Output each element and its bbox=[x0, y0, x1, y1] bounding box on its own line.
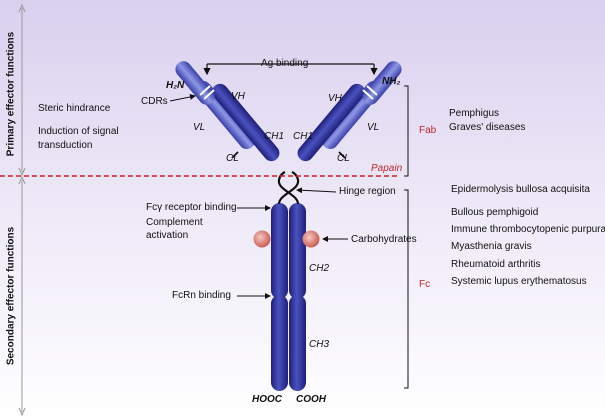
ch2-label: CH2 bbox=[309, 263, 330, 274]
carbohydrates-label: Carbohydrates bbox=[351, 234, 417, 245]
cdrs-arrow bbox=[169, 94, 196, 102]
hooc-label: HOOC bbox=[252, 394, 282, 405]
fc-disease-item: Systemic lupus erythematosus bbox=[451, 276, 587, 287]
fc-disease-item: Bullous pemphigoid bbox=[451, 207, 539, 218]
carbohydrate-right bbox=[302, 230, 320, 248]
ch1-left-label: CH1 bbox=[264, 131, 285, 142]
carbohydrate-left bbox=[253, 230, 271, 248]
fc-disease-item: Immune thrombocytopenic purpura bbox=[451, 224, 605, 235]
complement-label-1: Complement bbox=[146, 217, 203, 228]
papain-label: Papain bbox=[371, 163, 403, 174]
fab-left-arm bbox=[175, 61, 280, 162]
vl-right-label: VL bbox=[367, 122, 380, 133]
fcrn-binding-label: FcRn binding bbox=[172, 290, 231, 301]
hinge-crossing bbox=[277, 170, 300, 205]
primary-effector-label: Primary effector functions bbox=[5, 31, 17, 157]
fab-label: Fab bbox=[419, 125, 437, 136]
fc-heavy-chain-right bbox=[289, 203, 306, 391]
ag-binding-bracket bbox=[203, 63, 378, 76]
induction-label-2: transduction bbox=[38, 140, 93, 151]
cooh-label: COOH bbox=[296, 394, 326, 405]
fc-gamma-receptor-label: Fcγ receptor binding bbox=[146, 202, 237, 213]
h2n-label: H₂N bbox=[166, 80, 185, 91]
fc-bracket bbox=[404, 189, 409, 389]
secondary-effector-label: Secondary effector functions bbox=[5, 226, 17, 366]
fab-bracket bbox=[404, 85, 409, 177]
hinge-arrow bbox=[296, 187, 337, 194]
induction-label-1: Induction of signal bbox=[38, 126, 119, 137]
primary-range-arrow bbox=[18, 3, 26, 177]
cl-left-label: CL bbox=[226, 153, 239, 164]
vh-right-label: VH bbox=[328, 93, 342, 104]
ag-binding-label: Ag binding bbox=[261, 58, 309, 69]
vl-left-label: VL bbox=[193, 122, 206, 133]
fc-disease-item: Epidermolysis bullosa acquisita bbox=[451, 184, 590, 195]
fc-heavy-chain-left bbox=[271, 203, 288, 391]
secondary-range-arrow bbox=[18, 175, 26, 417]
ch3-label: CH3 bbox=[309, 339, 330, 350]
fab-right-arm bbox=[297, 61, 402, 162]
hinge-region-label: Hinge region bbox=[339, 186, 396, 197]
fab-disease-item: Pemphigus bbox=[449, 108, 500, 119]
steric-hindrance-label: Steric hindrance bbox=[38, 103, 111, 114]
cdrs-label: CDRs bbox=[141, 96, 168, 107]
fc-disease-item: Rheumatoid arthritis bbox=[451, 259, 541, 270]
vh-left-label: VH bbox=[231, 91, 245, 102]
cl-right-label: CL bbox=[337, 153, 350, 164]
fab-disease-item: Graves' diseases bbox=[449, 122, 526, 133]
ch1-right-label: CH1 bbox=[293, 131, 314, 142]
nh2-label: NH₂ bbox=[382, 76, 401, 87]
fc-disease-item: Myasthenia gravis bbox=[451, 241, 532, 252]
fc-label: Fc bbox=[419, 279, 431, 290]
complement-label-2: activation bbox=[146, 230, 189, 241]
